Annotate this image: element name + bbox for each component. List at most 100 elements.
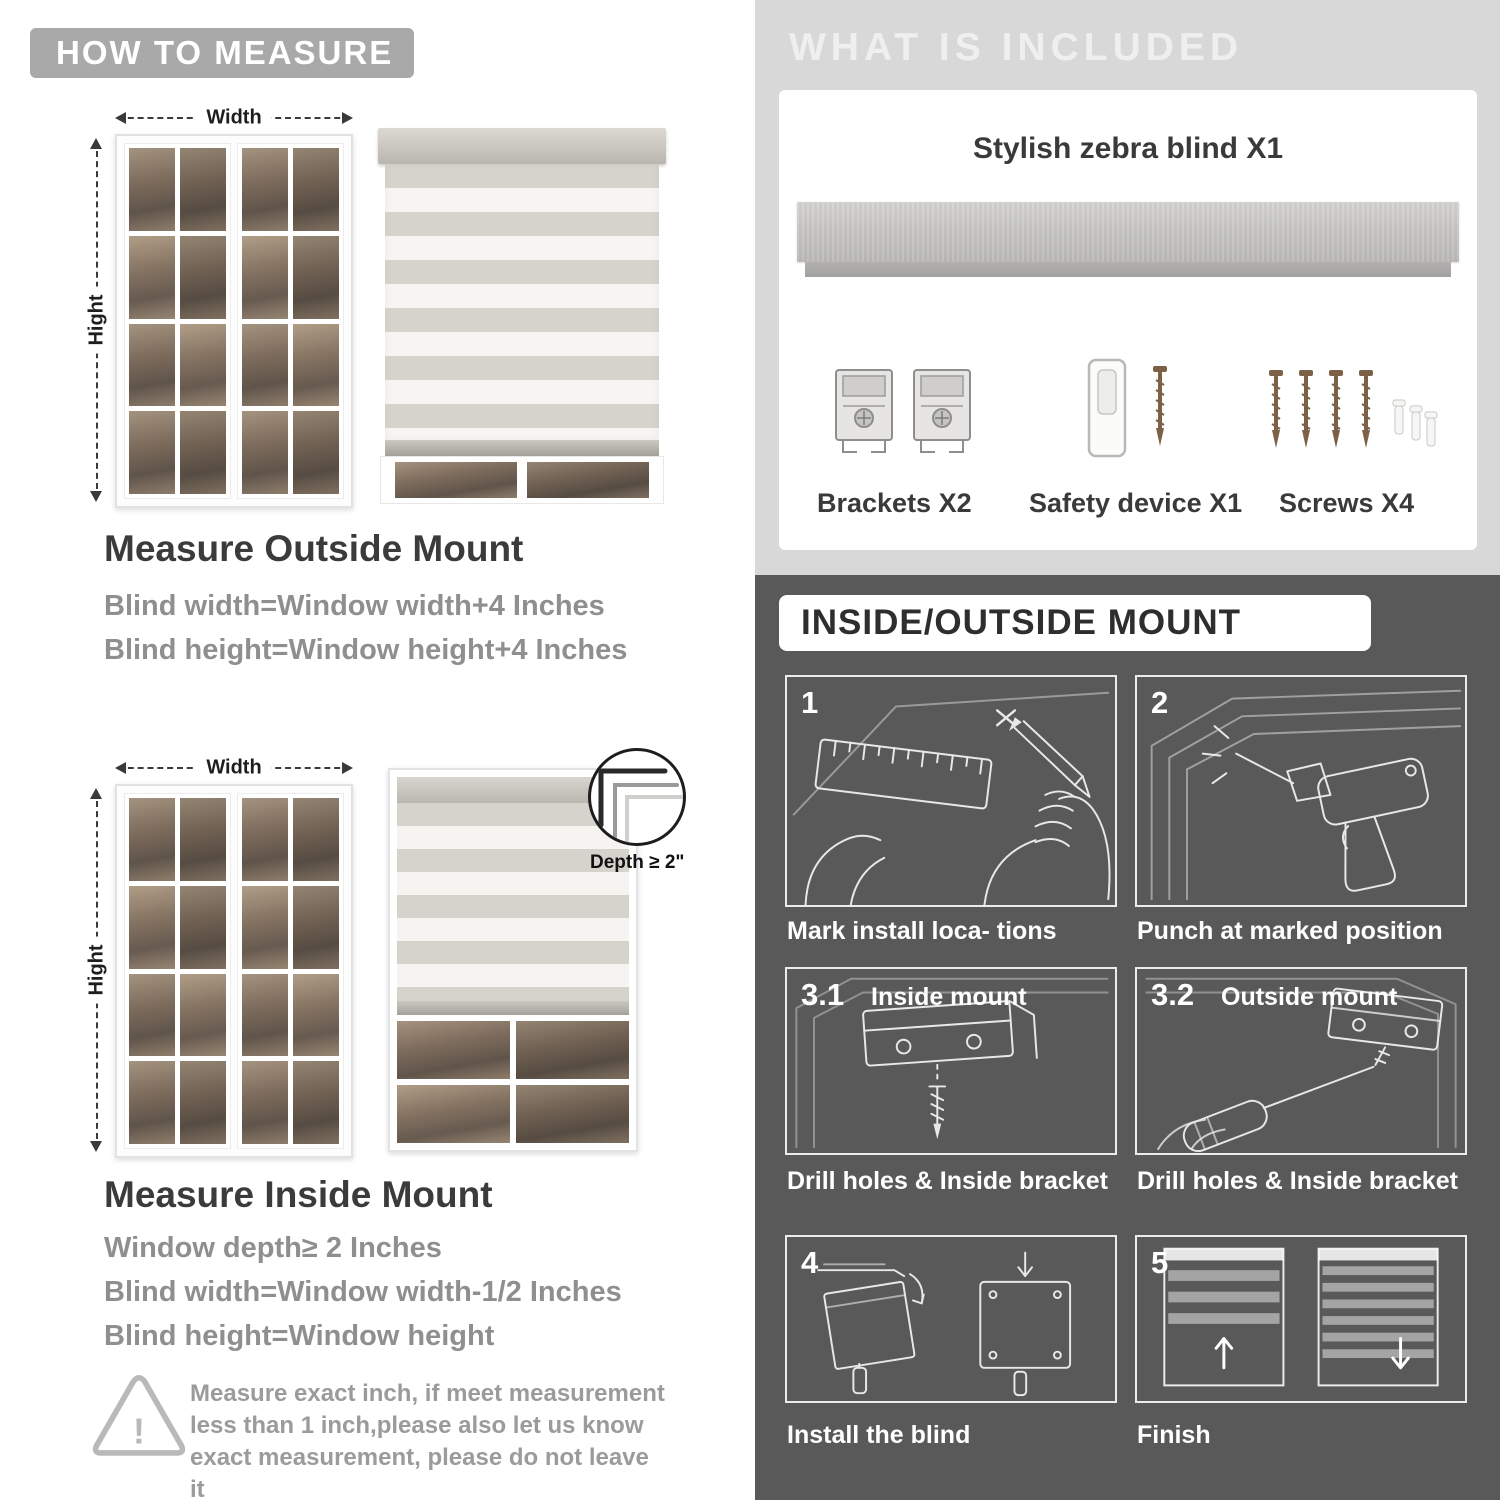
arrowhead-down-icon — [90, 491, 102, 502]
window-pane — [180, 798, 226, 881]
window-bottom-strip — [380, 456, 664, 504]
width-dimension-arrow: Width — [115, 756, 353, 780]
inside-mount-line: Window depth≥ 2 Inches — [104, 1232, 442, 1264]
step-title: Inside mount — [871, 983, 1027, 1011]
zebra-blind-label: Stylish zebra blind X1 — [972, 132, 1284, 165]
inside-mount-line: Blind height=Window height — [104, 1320, 495, 1352]
window-pane — [129, 973, 175, 1057]
blind-stripes — [385, 164, 659, 440]
depth-magnifier-icon — [588, 748, 686, 846]
step-number: 5 — [1151, 1245, 1169, 1280]
window-pane — [180, 973, 226, 1057]
window-sash — [124, 143, 231, 499]
window-pane — [242, 148, 288, 231]
height-dimension-arrow: Hight — [85, 138, 109, 502]
window-pane — [397, 1021, 510, 1079]
window-pane — [293, 411, 339, 494]
arrowhead-up-icon — [90, 788, 102, 799]
blind-bottom-rail — [397, 1001, 629, 1015]
window-panes — [129, 798, 226, 1144]
step-panel-1: 1 — [785, 675, 1117, 907]
included-panel: Stylish zebra blind X1 — [779, 90, 1477, 550]
window-panes — [242, 148, 339, 494]
window-pane — [242, 798, 288, 881]
step-panel-5: 5 — [1135, 1235, 1467, 1403]
window-panes — [129, 148, 226, 494]
exclamation-mark: ! — [133, 1412, 145, 1452]
window-pane — [516, 1021, 629, 1079]
window-pane — [242, 973, 288, 1057]
step-caption: Install the blind — [787, 1421, 971, 1449]
screws-label: Screws X4 — [1279, 488, 1415, 518]
window-pane — [242, 235, 288, 319]
step-panel-3-2: 3.2 Outside mount — [1135, 967, 1467, 1155]
window-pane — [180, 411, 226, 494]
window-pane — [293, 798, 339, 881]
window-pane — [293, 235, 339, 319]
window-outside-illustration: Width Hight — [85, 106, 353, 508]
mark-locations-illustration — [792, 691, 1111, 905]
window-pane — [180, 148, 226, 231]
outside-mount-line: Blind height=Window height+4 Inches — [104, 634, 628, 666]
safety-device-label: Safety device X1 — [1029, 488, 1243, 518]
headrail-image — [797, 202, 1459, 277]
step-caption: Finish — [1137, 1421, 1211, 1449]
height-dimension-arrow: Hight — [85, 788, 109, 1152]
window-pane — [129, 148, 175, 231]
step-caption: Drill holes & Inside bracket — [787, 1167, 1108, 1195]
height-label: Hight — [85, 936, 109, 1004]
how-to-measure-header: HOW TO MEASURE — [30, 28, 414, 78]
zebra-blind-outside-illustration — [378, 128, 666, 504]
install-blind-illustration — [817, 1251, 1072, 1397]
mount-header: INSIDE/OUTSIDE MOUNT — [779, 595, 1371, 651]
window-sash — [237, 143, 344, 499]
window-frame — [115, 134, 353, 508]
arrowhead-right-icon — [342, 762, 353, 774]
window-inside-illustration: Width Hight — [85, 756, 353, 1158]
window-pane — [516, 1085, 629, 1143]
step-number: 1 — [801, 685, 819, 720]
brackets-icon — [831, 366, 975, 461]
window-sash — [237, 793, 344, 1149]
what-is-included-section: WHAT IS INCLUDED Stylish zebra blind X1 — [755, 0, 1500, 575]
arrowhead-left-icon — [115, 762, 126, 774]
step-panel-4: 4 — [785, 1235, 1117, 1403]
step-panel-2: 2 — [1135, 675, 1467, 907]
measure-note-text: Measure exact inch, if meet measurement … — [190, 1380, 665, 1503]
inside-mount-line: Blind width=Window width-1/2 Inches — [104, 1276, 622, 1308]
zebra-blind-inside-illustration — [388, 768, 638, 1152]
arrowhead-right-icon — [342, 112, 353, 124]
safety-device-icon — [1071, 356, 1201, 461]
height-label: Hight — [85, 286, 109, 354]
window-pane — [129, 235, 175, 319]
step-caption: Punch at marked position — [1137, 917, 1443, 945]
mount-instructions-section: INSIDE/OUTSIDE MOUNT 1 — [755, 575, 1500, 1500]
step-caption: Mark install loca- tions — [787, 917, 1057, 945]
what-is-included-header: WHAT IS INCLUDED — [789, 26, 1244, 69]
window-pane — [293, 148, 339, 231]
width-dimension-arrow: Width — [115, 106, 353, 130]
step-number: 3.2 — [1151, 977, 1195, 1012]
window-pane — [129, 885, 175, 969]
blind-bottom-rail — [385, 440, 659, 456]
window-pane — [180, 235, 226, 319]
window-pane — [180, 1061, 226, 1144]
step-number: 3.1 — [801, 977, 845, 1012]
window-pane — [293, 1061, 339, 1144]
inside-bracket-illustration — [795, 977, 1109, 1149]
finish-illustration — [1163, 1247, 1439, 1387]
arrowhead-down-icon — [90, 1141, 102, 1152]
blind-stripes — [397, 803, 629, 1001]
window-pane — [527, 462, 649, 498]
window-pane — [293, 973, 339, 1057]
inside-mount-heading: Measure Inside Mount — [104, 1174, 493, 1215]
window-pane — [293, 323, 339, 407]
window-pane — [242, 411, 288, 494]
blind-cassette — [378, 128, 666, 164]
warning-triangle-icon: ! — [92, 1374, 186, 1464]
width-label: Width — [196, 106, 272, 130]
outside-bracket-illustration — [1145, 977, 1457, 1153]
window-pane — [395, 462, 517, 498]
brackets-label: Brackets X2 — [817, 488, 972, 518]
window-panes — [242, 798, 339, 1144]
